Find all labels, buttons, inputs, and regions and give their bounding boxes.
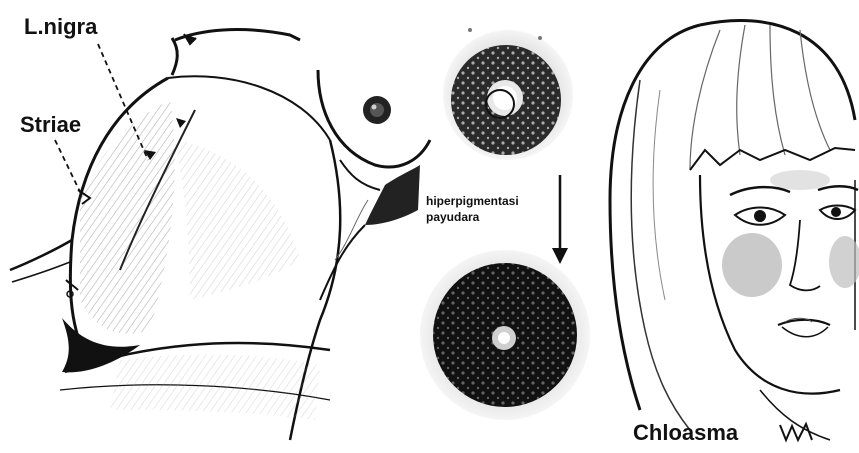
label-chloasma: Chloasma	[633, 420, 738, 446]
pregnant-abdomen-drawing	[10, 30, 340, 440]
hyperpigmentation-arrow	[552, 175, 568, 264]
areola-before-drawing	[443, 28, 573, 160]
label-linea-nigra: L.nigra	[24, 14, 97, 40]
label-breast-hyperpigmentation: hiperpigmentasi payudara	[426, 193, 519, 225]
areola-after-drawing	[420, 250, 590, 420]
face-drawing	[610, 20, 859, 440]
label-striae: Striae	[20, 112, 81, 138]
label-hyperpigmentation-line1: hiperpigmentasi	[426, 193, 519, 209]
label-hyperpigmentation-line2: payudara	[426, 209, 519, 225]
